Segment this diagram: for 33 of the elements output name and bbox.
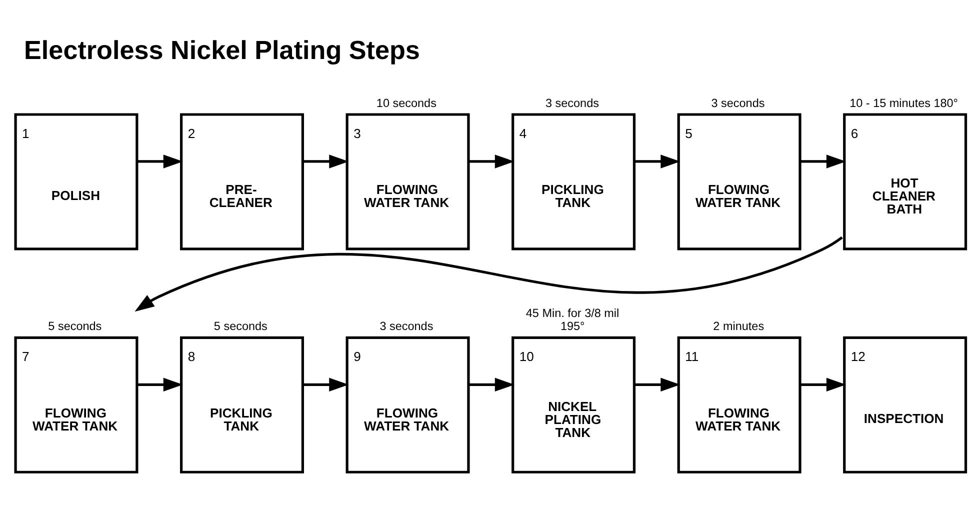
node-label: 3 seconds — [711, 96, 765, 110]
node-box: 9 FLOWING WATER TANK — [346, 336, 470, 473]
node-box: 8 PICKLING TANK — [180, 336, 304, 473]
arrow — [635, 377, 680, 392]
node-label: 3 seconds — [380, 320, 434, 333]
node-box: 2 PRE- CLEANER — [180, 112, 304, 250]
node-label: 45 Min. for 3/8 mil 195° — [526, 306, 620, 333]
node-box: 10 NICKEL PLATING TANK — [512, 336, 636, 473]
node-box: 5 FLOWING WATER TANK — [677, 112, 802, 250]
node-box: 3 FLOWING WATER TANK — [346, 112, 470, 250]
node-box: 6 HOT CLEANER BATH — [843, 112, 968, 250]
arrow — [635, 154, 680, 168]
node-label: 10 seconds — [376, 96, 436, 110]
arrow — [304, 377, 349, 392]
arrow — [138, 154, 183, 168]
node-box: 4 PICKLING TANK — [512, 112, 636, 250]
arrow — [304, 154, 349, 168]
arrow — [800, 154, 846, 168]
node-box: 12 INSPECTION — [843, 336, 968, 473]
node-label: 10 - 15 minutes 180° — [850, 96, 958, 110]
arrow — [469, 154, 514, 168]
node-label: 5 seconds — [48, 320, 102, 333]
node-label: 2 minutes — [713, 320, 764, 333]
node-box: 7 FLOWING WATER TANK — [14, 336, 138, 473]
arrow — [134, 236, 843, 312]
node-box: 1 POLISH — [14, 112, 138, 250]
diagram-title: Electroless Nickel Plating Steps — [24, 34, 420, 65]
arrow — [138, 377, 183, 392]
node-box: 11 FLOWING WATER TANK — [677, 336, 802, 473]
node-label: 3 seconds — [545, 96, 599, 110]
arrow — [469, 377, 514, 392]
arrow — [800, 377, 846, 392]
node-label: 5 seconds — [214, 320, 268, 333]
